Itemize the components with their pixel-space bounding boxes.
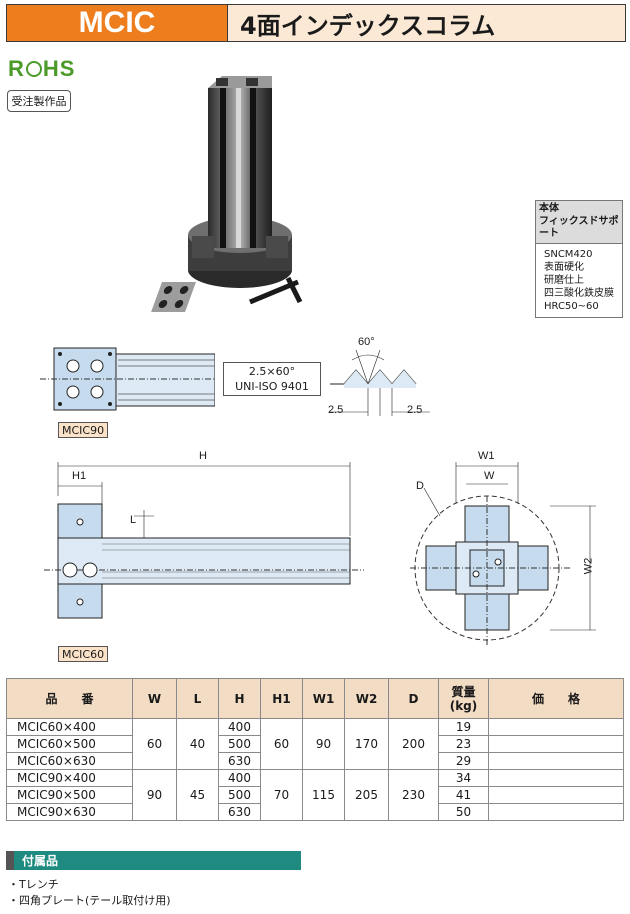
dim-W: W <box>484 470 495 482</box>
dim-D: D <box>416 480 424 492</box>
cell-kg: 23 <box>438 735 489 753</box>
cell-model: MCIC90×630 <box>6 803 133 821</box>
thread-pitch-right: 2.5 <box>407 404 423 416</box>
cell-W: 60 <box>132 718 177 770</box>
cell-D: 200 <box>388 718 439 770</box>
cell-H: 400 <box>218 769 261 787</box>
spec-line: SNCM420 <box>544 248 593 260</box>
cell-D: 230 <box>388 769 439 821</box>
col-L: L <box>176 678 219 719</box>
cell-W2: 205 <box>344 769 389 821</box>
side-view-drawing <box>44 462 364 619</box>
cell-kg: 34 <box>438 769 489 787</box>
product-code: MCIC <box>7 5 228 41</box>
cell-L: 40 <box>176 718 219 770</box>
material-spec-box: 本体 フィックスドサポート SNCM420 表面硬化 研磨仕上 四三酸化鉄皮膜 … <box>535 200 623 318</box>
spec-body: SNCM420 表面硬化 研磨仕上 四三酸化鉄皮膜 HRC50~60 <box>536 244 622 317</box>
heading-marker <box>6 851 14 870</box>
specification-table: 品 番 W L H H1 W1 W2 D 質量 (kg) 価 格 MCIC60×… <box>6 678 624 821</box>
dim-H: H <box>199 450 207 462</box>
col-weight-unit: (kg) <box>449 698 478 713</box>
table-row: MCIC60×400 60 40 400 60 90 170 200 19 <box>6 718 624 770</box>
table-row: MCIC90×500 500 41 <box>6 786 624 804</box>
cell-model: MCIC60×500 <box>6 735 133 753</box>
accessory-item: ・Tレンチ <box>8 878 59 891</box>
cell-kg: 29 <box>438 752 489 770</box>
cell-W: 90 <box>132 769 177 821</box>
cell-kg: 50 <box>438 803 489 821</box>
dim-H1: H1 <box>72 470 87 482</box>
cell-W2: 170 <box>344 718 389 770</box>
thread-angle: 60° <box>358 336 375 348</box>
thread-profile-diagram <box>330 349 430 416</box>
col-H: H <box>218 678 261 719</box>
cell-model: MCIC90×500 <box>6 786 133 804</box>
accessories-heading: 付属品 <box>6 851 301 870</box>
cell-H: 400 <box>218 718 261 736</box>
col-W1: W1 <box>302 678 345 719</box>
cell-L: 45 <box>176 769 219 821</box>
thread-pitch-left: 2.5 <box>328 404 344 416</box>
spec-head-line: フィックスドサポート <box>539 215 619 240</box>
spec-line: 表面硬化 <box>544 261 584 273</box>
spec-head-line: 本体 <box>539 203 559 214</box>
col-W2: W2 <box>344 678 389 719</box>
cell-model: MCIC60×630 <box>6 752 133 770</box>
col-D: D <box>388 678 439 719</box>
dim-L: L <box>130 514 137 526</box>
col-weight: 質量 (kg) <box>438 678 489 719</box>
cell-price <box>488 803 624 821</box>
cell-price <box>488 769 624 787</box>
thread-spec-box: 2.5×60° UNI-ISO 9401 <box>223 362 321 396</box>
product-photo <box>151 76 303 312</box>
cell-kg: 19 <box>438 718 489 736</box>
table-row: MCIC60×500 500 23 <box>6 735 624 753</box>
dim-W2: W2 <box>582 557 595 575</box>
table-row: MCIC90×400 90 45 400 70 115 205 230 34 <box>6 769 624 821</box>
cell-price <box>488 718 624 736</box>
cell-H: 500 <box>218 786 261 804</box>
table-row: MCIC90×630 630 50 <box>6 803 624 821</box>
cell-W1: 115 <box>302 769 345 821</box>
cell-model: MCIC90×400 <box>6 769 133 787</box>
mcic90-label: MCIC90 <box>58 422 109 438</box>
cell-H: 630 <box>218 752 261 770</box>
table-header-row: 品 番 W L H H1 W1 W2 D 質量 (kg) 価 格 <box>6 678 624 719</box>
thread-line-1: 2.5×60° <box>248 365 296 378</box>
accessory-item: ・四角プレート(テール取付け用) <box>8 894 171 907</box>
cell-H1: 60 <box>260 718 303 770</box>
title-bar: MCIC 4面インデックスコラム <box>6 4 626 42</box>
col-model: 品 番 <box>6 678 133 719</box>
dim-W1: W1 <box>478 450 495 462</box>
end-view-drawing <box>410 462 596 646</box>
cell-price <box>488 735 624 753</box>
mcic90-drawing <box>40 347 215 411</box>
cell-model: MCIC60×400 <box>6 718 133 736</box>
cell-kg: 41 <box>438 786 489 804</box>
spec-line: 研磨仕上 <box>544 274 584 286</box>
col-W: W <box>132 678 177 719</box>
thread-line-2: UNI-ISO 9401 <box>235 380 309 393</box>
spec-header: 本体 フィックスドサポート <box>536 201 622 244</box>
made-to-order-badge: 受注製作品 <box>7 90 71 112</box>
cell-W1: 90 <box>302 718 345 770</box>
cell-price <box>488 752 624 770</box>
mcic60-label: MCIC60 <box>58 646 109 662</box>
spec-line: 四三酸化鉄皮膜 <box>544 287 614 299</box>
cell-H: 500 <box>218 735 261 753</box>
col-price: 価 格 <box>488 678 624 719</box>
col-weight-line: 質量 <box>451 684 476 699</box>
spec-line: HRC50~60 <box>544 300 599 312</box>
product-name: 4面インデックスコラム <box>228 5 625 41</box>
cell-H1: 70 <box>260 769 303 821</box>
col-H1: H1 <box>260 678 303 719</box>
accessories-title: 付属品 <box>22 854 59 868</box>
cell-H: 630 <box>218 803 261 821</box>
cell-price <box>488 786 624 804</box>
table-row: MCIC60×630 630 29 <box>6 752 624 770</box>
